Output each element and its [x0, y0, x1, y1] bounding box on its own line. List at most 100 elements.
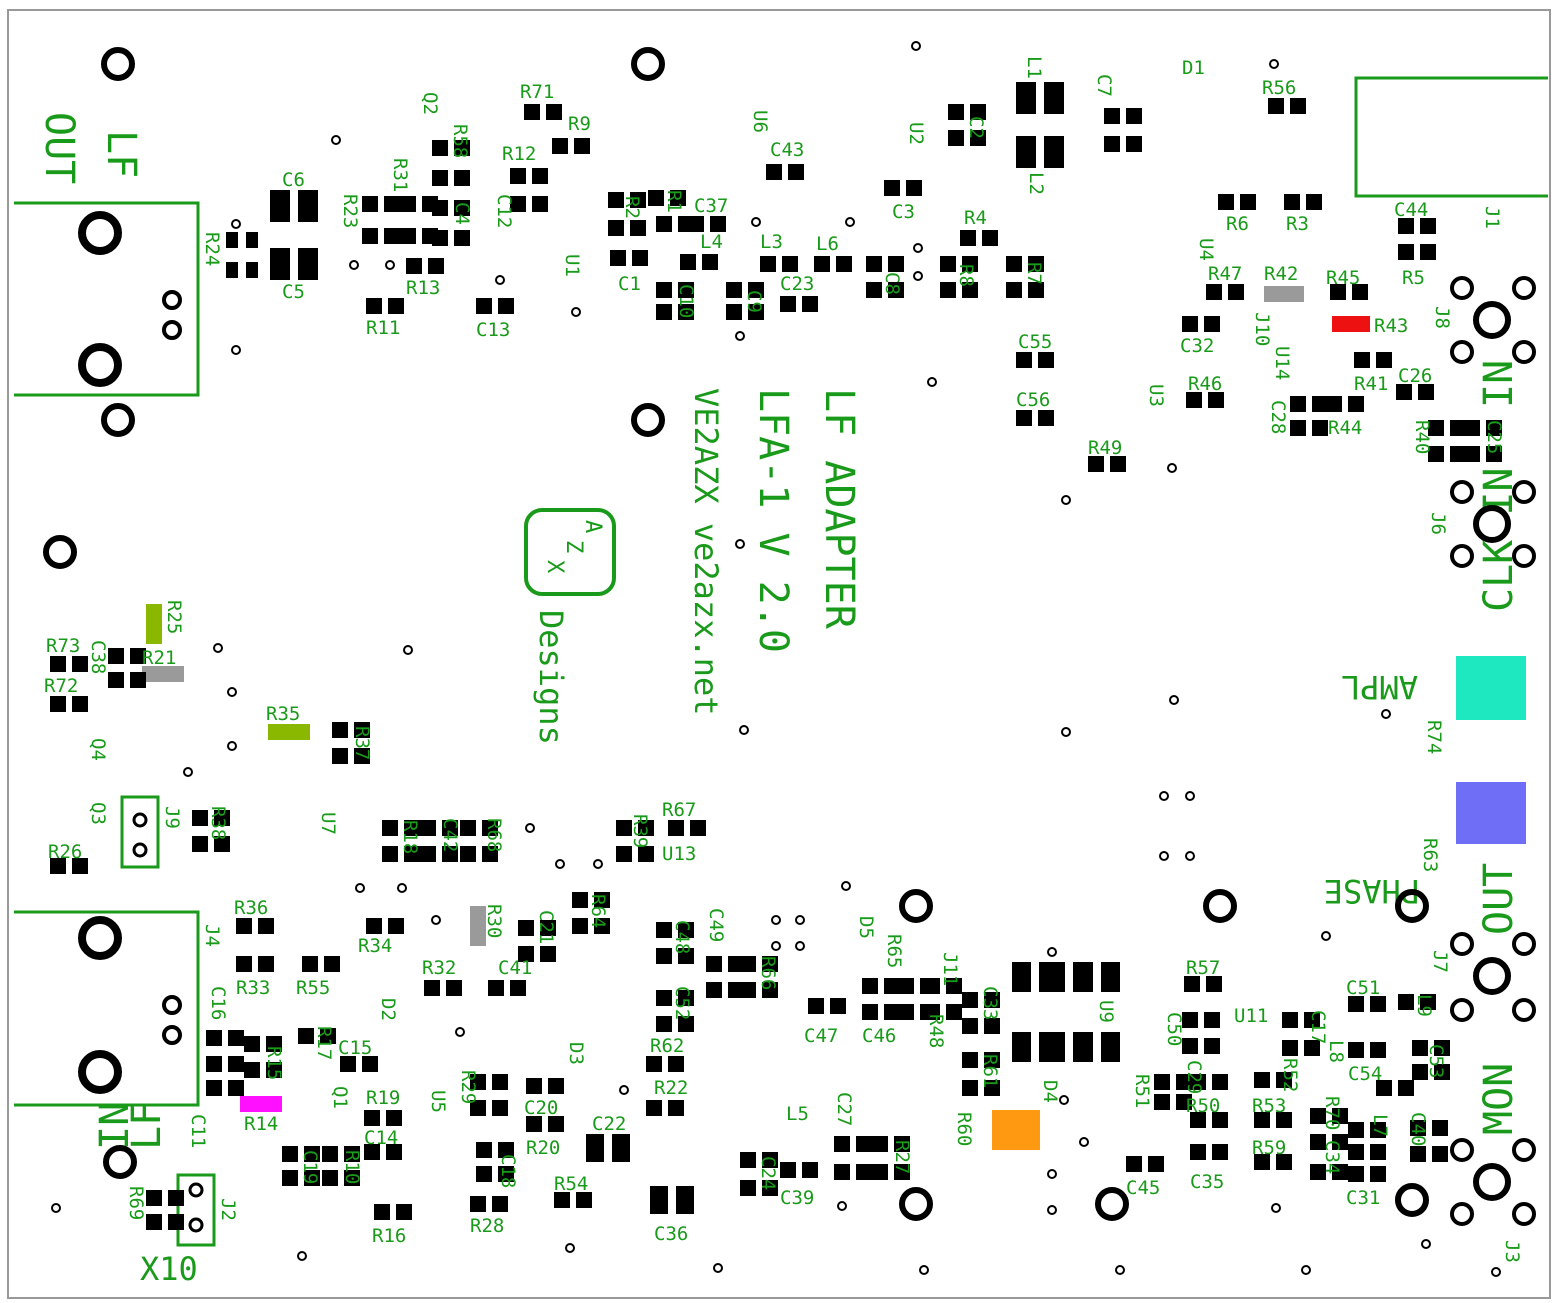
pad-pair-157	[298, 1028, 336, 1044]
designator-r37: R37	[351, 726, 373, 760]
pad-pair-77	[332, 748, 370, 764]
r43-part	[1332, 316, 1370, 332]
designator-u7: U7	[317, 812, 339, 835]
pad-pair-169	[476, 1166, 514, 1182]
designator-r40: R40	[1411, 420, 1433, 454]
designator-r6: R6	[1226, 213, 1249, 235]
designator-l1: L1	[1023, 56, 1045, 79]
hole-ring-82	[355, 883, 365, 893]
designator-r3: R3	[1286, 213, 1309, 235]
pad-pair-27	[656, 304, 694, 320]
pad-pair-32	[814, 256, 852, 272]
pad-pair-70	[50, 696, 88, 712]
designator-c3: C3	[892, 201, 915, 223]
designator-r46: R46	[1188, 373, 1222, 395]
pad-pair-45	[1016, 136, 1064, 168]
pad-pair-52	[1398, 244, 1436, 260]
pad-pair-78	[382, 820, 420, 836]
pad-pair-34	[866, 282, 904, 298]
pad-pair-11	[432, 230, 470, 246]
designator-r66: R66	[757, 956, 779, 990]
designator-c25: C25	[1483, 420, 1505, 454]
pad-pair-60	[1016, 352, 1054, 368]
hole-ring-43	[188, 1217, 204, 1233]
hole-ring-20	[1473, 301, 1511, 339]
designator-r24: R24	[201, 232, 223, 266]
designator-r26: R26	[48, 841, 82, 863]
hole-ring-37	[1512, 1138, 1536, 1162]
hole-ring-74	[1185, 851, 1195, 861]
designator-r36: R36	[234, 897, 268, 919]
designator-c5: C5	[282, 281, 305, 303]
pad-pair-1	[270, 248, 318, 280]
logo-letter-x: X	[542, 560, 567, 574]
pad-pair-86	[668, 820, 706, 836]
designator-q1: Q1	[329, 1086, 351, 1109]
pad-pair-144	[1412, 1064, 1450, 1080]
logo-letter-a: A	[580, 520, 605, 533]
designator-j2: J2	[217, 1198, 239, 1221]
pad-pair-53	[1206, 284, 1244, 300]
designator-r12: R12	[502, 143, 536, 165]
pad-pair-133	[1282, 1012, 1320, 1028]
hole-ring-60	[845, 217, 855, 227]
pad-pair-173	[554, 1192, 592, 1208]
pad-pair-101	[740, 956, 778, 972]
pad-pair-41	[948, 104, 986, 120]
pad-pair-175	[650, 1186, 694, 1214]
r21-part	[142, 666, 184, 682]
designator-c9: C9	[743, 290, 765, 313]
pad-pair-160	[364, 1144, 402, 1160]
designator-r52: R52	[1279, 1058, 1301, 1092]
hole-ring-66	[403, 645, 413, 655]
pad-pair-145	[1410, 1120, 1448, 1136]
pad-pair-150	[1348, 996, 1386, 1012]
designator-l7: L7	[1369, 1114, 1391, 1137]
pad-pair-181	[872, 1136, 910, 1152]
designator-r14: R14	[244, 1113, 278, 1135]
designator-r27: R27	[891, 1140, 913, 1174]
designator-c16: C16	[207, 986, 229, 1020]
pad-pair-73	[50, 858, 88, 874]
pad-pair-104	[656, 1016, 694, 1032]
pad-pair-141	[1348, 1166, 1386, 1182]
designator-r57: R57	[1186, 957, 1220, 979]
hole-ring-32	[1512, 932, 1536, 956]
pad-pair-71	[108, 648, 146, 664]
pad-pair-182	[872, 1164, 910, 1180]
pad-pair-16	[552, 138, 590, 154]
pad-pair-43	[766, 164, 804, 180]
designator-c53: C53	[1425, 1044, 1447, 1078]
pad-pair-66	[1428, 446, 1466, 462]
designator-c37: C37	[694, 195, 728, 217]
pad-pair-106	[646, 1100, 684, 1116]
designator-r7: R7	[1023, 262, 1045, 285]
hole-ring-8	[78, 1050, 122, 1094]
pad-pair-40	[884, 180, 922, 196]
pad-pair-121	[1074, 1032, 1120, 1062]
designator-r20: R20	[526, 1137, 560, 1159]
pad-pair-35	[940, 256, 978, 272]
hole-ring-33	[1450, 998, 1474, 1022]
lf-in-label-2: IN	[92, 1102, 138, 1150]
hole-ring-13	[103, 1145, 137, 1179]
pad-pair-84	[616, 820, 654, 836]
logo-letter-z: Z	[561, 540, 586, 553]
hole-ring-65	[183, 767, 193, 777]
pad-pair-127	[1190, 1074, 1228, 1090]
pad-pair-154	[206, 1080, 244, 1096]
r25-part	[146, 604, 162, 644]
pad-pair-113	[924, 1004, 962, 1020]
pad-pair-24	[688, 216, 726, 232]
pad-pair-39	[1006, 282, 1044, 298]
pad-pair-42	[948, 130, 986, 146]
hole-ring-58	[913, 243, 923, 253]
pad-pair-155	[244, 1036, 282, 1052]
pad-pair-107	[808, 998, 846, 1014]
designator-c23: C23	[780, 273, 814, 295]
pad-pair-46	[1104, 108, 1142, 124]
pad-pair-96	[518, 946, 556, 962]
pad-pair-63	[1290, 396, 1328, 412]
hole-ring-31	[1450, 932, 1474, 956]
hole-ring-85	[525, 823, 535, 833]
